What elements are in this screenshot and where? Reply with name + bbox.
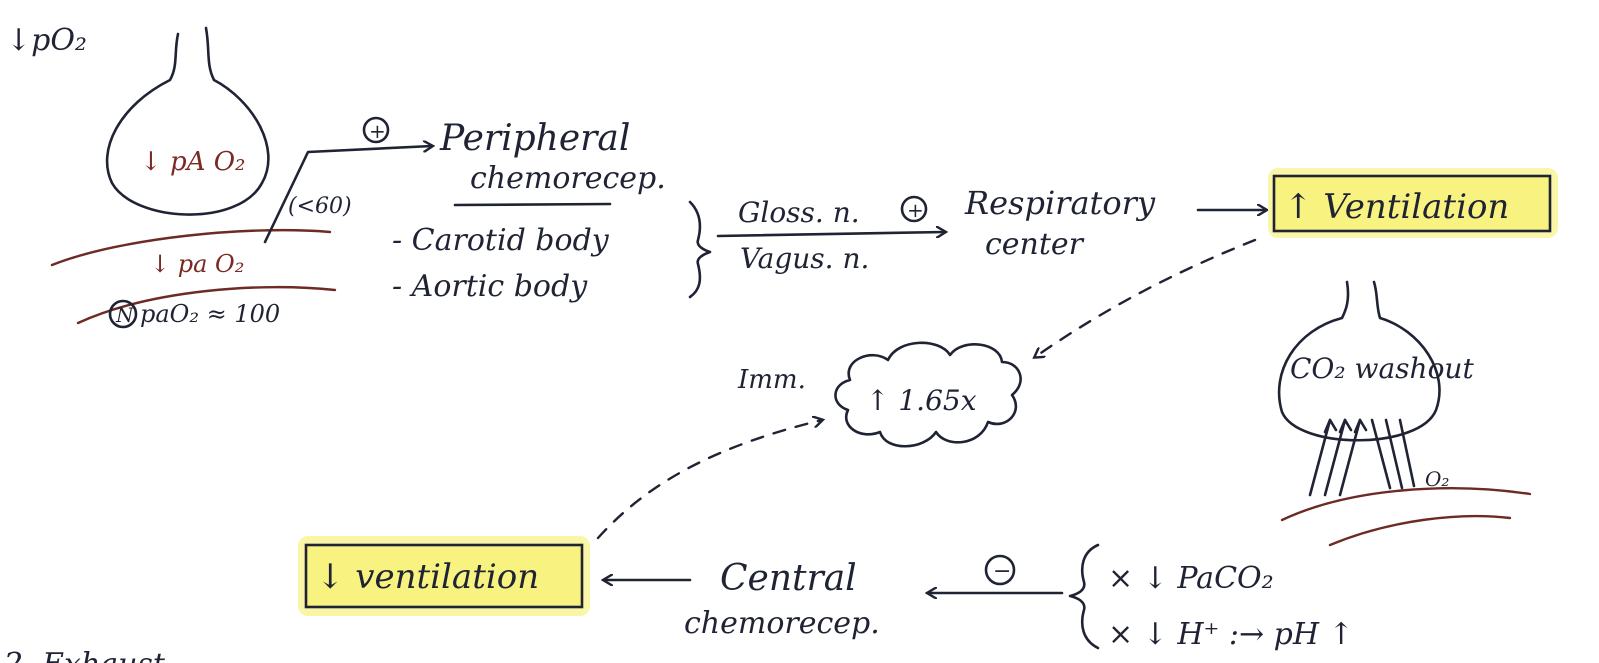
glossopharyngeal-nerve: Gloss. n. <box>738 196 860 229</box>
peripheral-title: Peripheral <box>439 118 630 159</box>
o2-label: O₂ <box>1425 467 1449 491</box>
stimulate-sign: + <box>369 119 386 143</box>
inhibit-sign: − <box>993 559 1011 584</box>
central-title: Central <box>720 558 857 599</box>
effects-brace <box>1070 545 1098 648</box>
decrease-ventilation: ↓ ventilation <box>316 557 539 597</box>
alveolar-po2-label: ↓ pA O₂ <box>140 147 245 177</box>
normal-pao2-value: paO₂ ≈ 100 <box>140 300 280 328</box>
peripheral-underline <box>455 204 610 205</box>
effect-ph: × ↓ H⁺ :→ pH ↑ <box>1108 617 1354 652</box>
normal-marker: N <box>115 303 135 327</box>
dashed-from-decrease <box>598 420 822 538</box>
respiratory-center: Respiratory <box>964 184 1156 222</box>
peripheral-title-line2: chemorecep. <box>470 161 666 196</box>
increase-ventilation: ↑ Ventilation <box>1284 187 1509 227</box>
carotid-body: - Carotid body <box>392 223 610 258</box>
arrow-to-respiratory-center <box>718 232 945 236</box>
co2-washout: CO₂ washout <box>1290 352 1474 385</box>
aortic-body: - Aortic body <box>392 269 588 304</box>
cloud-prefix: Imm. <box>737 365 806 395</box>
heading-po2: ↓pO₂ <box>6 23 87 58</box>
peripheral-brace <box>690 202 710 297</box>
nerve-stimulate-sign: + <box>907 198 924 222</box>
threshold-label: (<60) <box>288 194 352 219</box>
effect-paco2: × ↓ PaCO₂ <box>1108 561 1274 596</box>
central-title-line2: chemorecep. <box>684 606 880 641</box>
vagus-nerve: Vagus. n. <box>740 242 869 275</box>
arterial-po2-label: ↓ pa O₂ <box>150 250 244 278</box>
alveolus-right <box>1279 282 1530 545</box>
respiratory-center-line2: center <box>985 227 1085 262</box>
cloud-increase: ↑ 1.65x <box>866 384 977 417</box>
footer-partial: 2. Exhaust <box>3 647 166 663</box>
